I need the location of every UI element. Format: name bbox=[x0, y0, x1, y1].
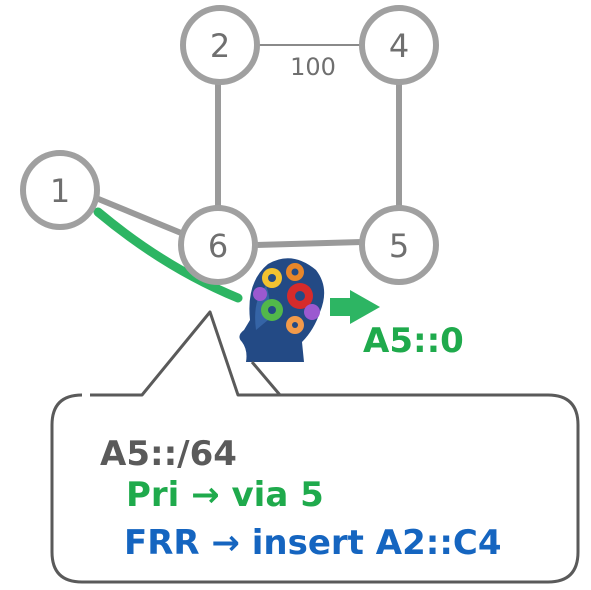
node-1-label: 1 bbox=[50, 172, 70, 210]
node-4-label: 4 bbox=[389, 27, 409, 65]
callout-prefix: A5::/64 bbox=[100, 434, 237, 474]
node-5: 5 bbox=[359, 205, 439, 285]
node-4: 4 bbox=[359, 5, 439, 85]
callout-primary: Pri → via 5 bbox=[126, 475, 324, 515]
edge-label-2-4: 100 bbox=[290, 53, 336, 81]
node-6-label: 6 bbox=[208, 227, 228, 265]
node-1: 1 bbox=[20, 150, 100, 230]
node-5-label: 5 bbox=[389, 227, 409, 265]
arrow-right-icon bbox=[330, 290, 380, 324]
node-2-label: 2 bbox=[210, 27, 230, 65]
callout-bubble bbox=[50, 310, 580, 584]
traffic-path bbox=[93, 207, 243, 303]
node-2: 2 bbox=[180, 5, 260, 85]
edge-1-6 bbox=[94, 195, 188, 238]
node-6: 6 bbox=[178, 205, 258, 285]
edge-6-5 bbox=[255, 239, 363, 248]
callout-frr: FRR → insert A2::C4 bbox=[124, 523, 502, 563]
callout-tail-right bbox=[250, 361, 282, 396]
brain-gears-icon bbox=[239, 258, 325, 362]
destination-label: A5::0 bbox=[363, 321, 464, 361]
